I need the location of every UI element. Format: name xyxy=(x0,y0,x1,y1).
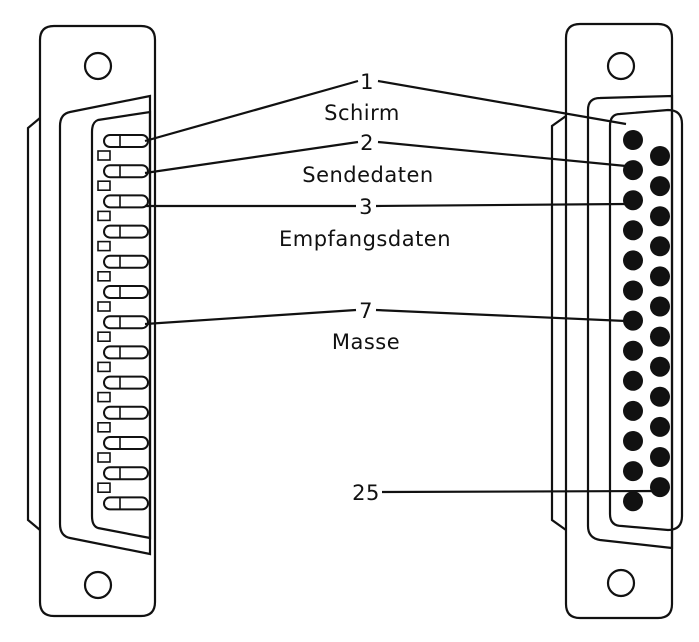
female-contact-outer xyxy=(623,220,643,241)
male-pin xyxy=(97,345,149,373)
male-pin xyxy=(97,285,149,312)
leader-1-right xyxy=(377,79,627,126)
leader-25 xyxy=(381,489,661,494)
female-contact-inner xyxy=(650,236,670,257)
male-pin-rear-stub xyxy=(97,240,111,252)
female-contact-outer xyxy=(623,160,643,181)
pin-1-number: 1 xyxy=(360,70,374,94)
male-d-shell xyxy=(58,94,152,556)
male-mount-hole-bottom xyxy=(83,570,113,600)
male-pin-column xyxy=(97,134,149,511)
male-pin-body xyxy=(103,496,149,511)
male-pin-rear-stub xyxy=(97,361,111,373)
male-pin-body xyxy=(103,285,149,299)
leader-7-left xyxy=(144,308,357,326)
male-pin xyxy=(97,375,149,403)
male-insulator xyxy=(90,110,152,540)
male-pin-body xyxy=(103,164,149,179)
male-rear-body xyxy=(26,117,41,531)
male-pin-body xyxy=(103,466,149,481)
pin-3-name: Empfangsdaten xyxy=(279,227,451,251)
male-pin-rear-stub xyxy=(97,391,111,403)
leader-2-left xyxy=(144,140,359,175)
female-mount-hole-top xyxy=(606,51,636,81)
female-contact-outer xyxy=(623,250,643,271)
male-pin xyxy=(97,315,149,343)
female-contact-inner xyxy=(650,176,670,197)
female-contact-inner xyxy=(650,206,670,227)
female-contact-outer xyxy=(623,130,643,150)
female-contact-outer xyxy=(623,310,643,331)
male-pin xyxy=(97,194,149,222)
female-contact-inner xyxy=(650,386,670,407)
leader-1-left xyxy=(144,79,359,143)
male-pin xyxy=(97,436,149,463)
male-flange xyxy=(38,24,157,618)
male-pin xyxy=(97,134,149,161)
female-contact-inner xyxy=(650,416,670,437)
female-contact-outer xyxy=(623,190,643,211)
male-pin xyxy=(97,254,149,282)
leader-2-right xyxy=(377,140,627,168)
pin-25-number: 25 xyxy=(352,481,380,505)
male-pin-body xyxy=(103,134,149,148)
pin-labels: 1 Schirm 2 Sendedaten 3 Empfangsdaten 7 … xyxy=(279,70,451,505)
male-connector xyxy=(26,24,157,618)
female-contact-inner xyxy=(650,477,670,498)
leader-lines xyxy=(144,79,661,494)
male-pin-body xyxy=(103,405,149,420)
male-pin-rear-stub xyxy=(97,331,111,343)
male-pin-body xyxy=(103,436,149,450)
female-side-body xyxy=(550,115,567,531)
male-pin-rear-stub xyxy=(97,270,111,282)
male-mount-hole-top xyxy=(83,51,113,81)
male-pin-body xyxy=(103,224,149,239)
female-contact-outer xyxy=(623,280,643,301)
female-contact-inner xyxy=(650,447,670,467)
female-mount-hole-bottom xyxy=(606,568,636,598)
female-contact-inner xyxy=(650,146,670,166)
leader-3-right xyxy=(375,202,627,208)
female-contact-outer xyxy=(623,370,643,391)
female-contact-outer xyxy=(623,340,643,361)
pin-2-number: 2 xyxy=(360,131,374,155)
male-pin xyxy=(97,164,149,191)
male-pin-rear-stub xyxy=(97,452,111,463)
female-d-shell xyxy=(586,94,674,550)
female-contact-outer xyxy=(623,461,643,482)
female-flange xyxy=(564,22,674,620)
male-pin xyxy=(97,466,149,494)
male-pin-rear-stub xyxy=(97,150,111,161)
pin-7-name: Masse xyxy=(332,330,400,354)
male-pin-rear-stub xyxy=(97,210,111,222)
female-contact-inner xyxy=(650,296,670,317)
male-pin xyxy=(97,224,149,252)
pin-1-name: Schirm xyxy=(324,101,400,125)
pin-3-number: 3 xyxy=(359,195,373,219)
male-pin-rear-stub xyxy=(97,482,111,494)
male-pin-body xyxy=(103,254,149,269)
leader-7-right xyxy=(375,308,627,323)
female-contact-outer xyxy=(623,400,643,421)
female-contact-inner xyxy=(650,326,670,347)
female-contact-grid xyxy=(623,130,670,512)
male-pin-rear-stub xyxy=(97,180,111,191)
male-pin-body xyxy=(103,345,149,360)
pin-2-name: Sendedaten xyxy=(302,163,433,187)
male-pin-rear-stub xyxy=(97,421,111,433)
female-contact-outer xyxy=(623,491,643,512)
female-contact-outer xyxy=(623,431,643,451)
male-pin-body xyxy=(103,315,149,330)
male-pin xyxy=(103,496,149,511)
pin-7-number: 7 xyxy=(359,299,373,323)
male-pin xyxy=(97,405,149,433)
male-pin-rear-stub xyxy=(97,301,111,312)
female-contact-inner xyxy=(650,356,670,377)
female-contact-inner xyxy=(650,266,670,287)
male-pin-body xyxy=(103,375,149,390)
male-pin-body xyxy=(103,194,149,209)
